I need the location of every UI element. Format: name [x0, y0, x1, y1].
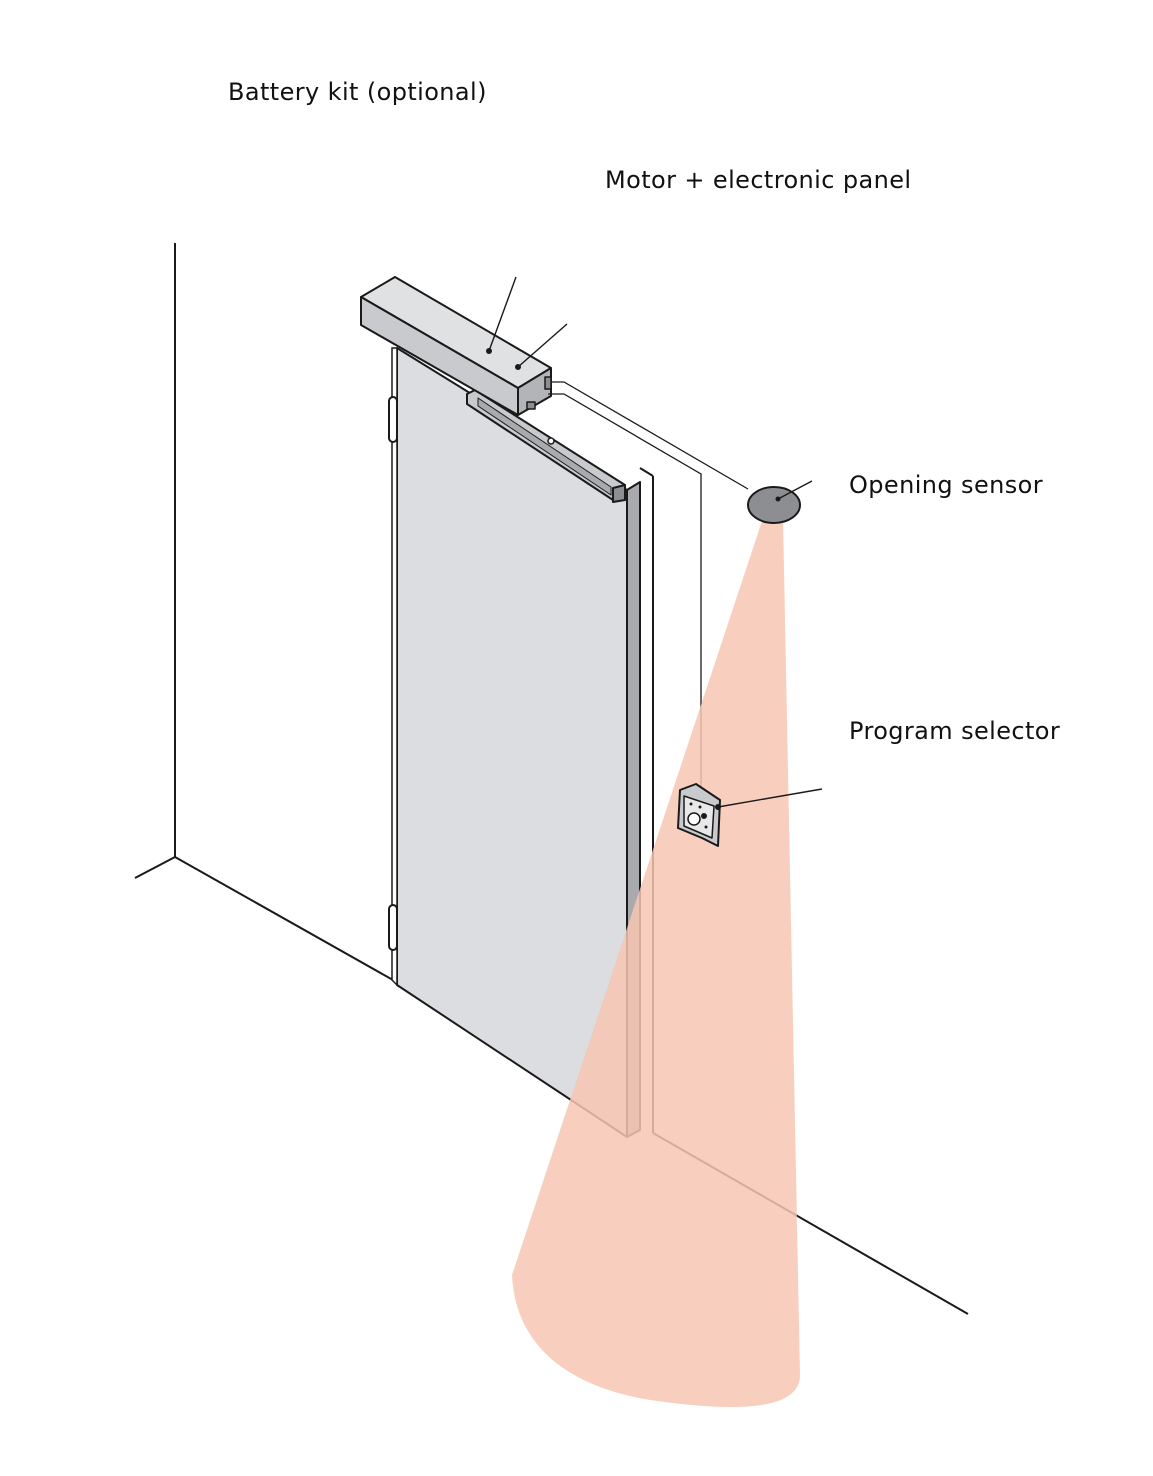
- leader-lines: [488, 276, 823, 808]
- wall-outline: [134, 243, 394, 981]
- wiring: [548, 381, 749, 791]
- battery-kit-label: Battery kit (optional): [228, 78, 487, 106]
- leader-dots: [486, 348, 521, 370]
- motor-housing: [360, 276, 552, 416]
- motor-panel-label: Motor + electronic panel: [605, 166, 912, 194]
- motor-panel-leader: [517, 323, 568, 368]
- opening-sensor-device: [747, 486, 801, 524]
- program-selector-label: Program selector: [849, 717, 1061, 745]
- operator-arm: [466, 389, 626, 503]
- upper-hinge: [388, 396, 398, 443]
- opening-sensor-label: Opening sensor: [849, 471, 1043, 499]
- lower-hinge: [388, 904, 398, 951]
- program-selector-device: [677, 783, 721, 847]
- battery-kit-leader: [488, 276, 517, 352]
- opening-sensor-leader: [777, 480, 813, 500]
- sensor-detection-beam: [512, 518, 800, 1408]
- program-selector-leader: [717, 788, 823, 808]
- door-hinge-strip: [391, 347, 398, 987]
